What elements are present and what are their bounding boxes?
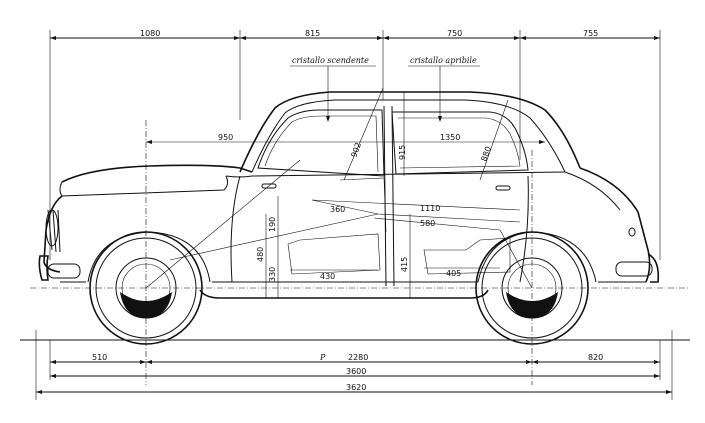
dim-wheelbase: 2280	[348, 353, 368, 362]
dim-wheelbase-label: P	[319, 353, 326, 362]
car-body-outline	[38, 91, 660, 299]
dim-415: 415	[400, 257, 409, 272]
dim-length: 3600	[346, 367, 366, 376]
window-labels: cristallo scendente cristallo apribile	[290, 56, 480, 122]
dim-1350: 1350	[440, 133, 460, 142]
dim-front-overhang: 510	[92, 353, 107, 362]
top-dimension-chain: 1080 815 750 755	[49, 29, 661, 260]
dim-880: 880	[479, 145, 493, 162]
dim-915: 915	[398, 145, 407, 160]
dim-902: 902	[349, 141, 363, 158]
dim-top-1080: 1080	[140, 29, 160, 38]
bottom-dimension-chain: 510 P 2280 820 3600 3620	[20, 330, 690, 400]
dim-top-815: 815	[305, 29, 320, 38]
dim-950: 950	[218, 133, 233, 142]
dim-330: 330	[268, 267, 277, 282]
dim-580: 580	[420, 219, 435, 228]
dim-190: 190	[268, 217, 277, 232]
dim-1110: 1110	[420, 204, 440, 213]
dim-360: 360	[330, 205, 345, 214]
dim-430: 430	[320, 272, 335, 281]
dim-rear-overhang: 820	[588, 353, 603, 362]
dim-405: 405	[446, 269, 461, 278]
center-lines	[30, 120, 690, 385]
dim-480: 480	[256, 247, 265, 262]
dim-top-750: 750	[447, 29, 462, 38]
label-rolling-window: cristallo scendente	[292, 56, 369, 65]
interior-dimensions: 950 1350 902 915 880 360 1110 580 190 33…	[145, 87, 545, 298]
dim-top-755: 755	[583, 29, 598, 38]
dim-overall: 3620	[346, 383, 366, 392]
label-opening-window: cristallo apribile	[410, 56, 477, 65]
